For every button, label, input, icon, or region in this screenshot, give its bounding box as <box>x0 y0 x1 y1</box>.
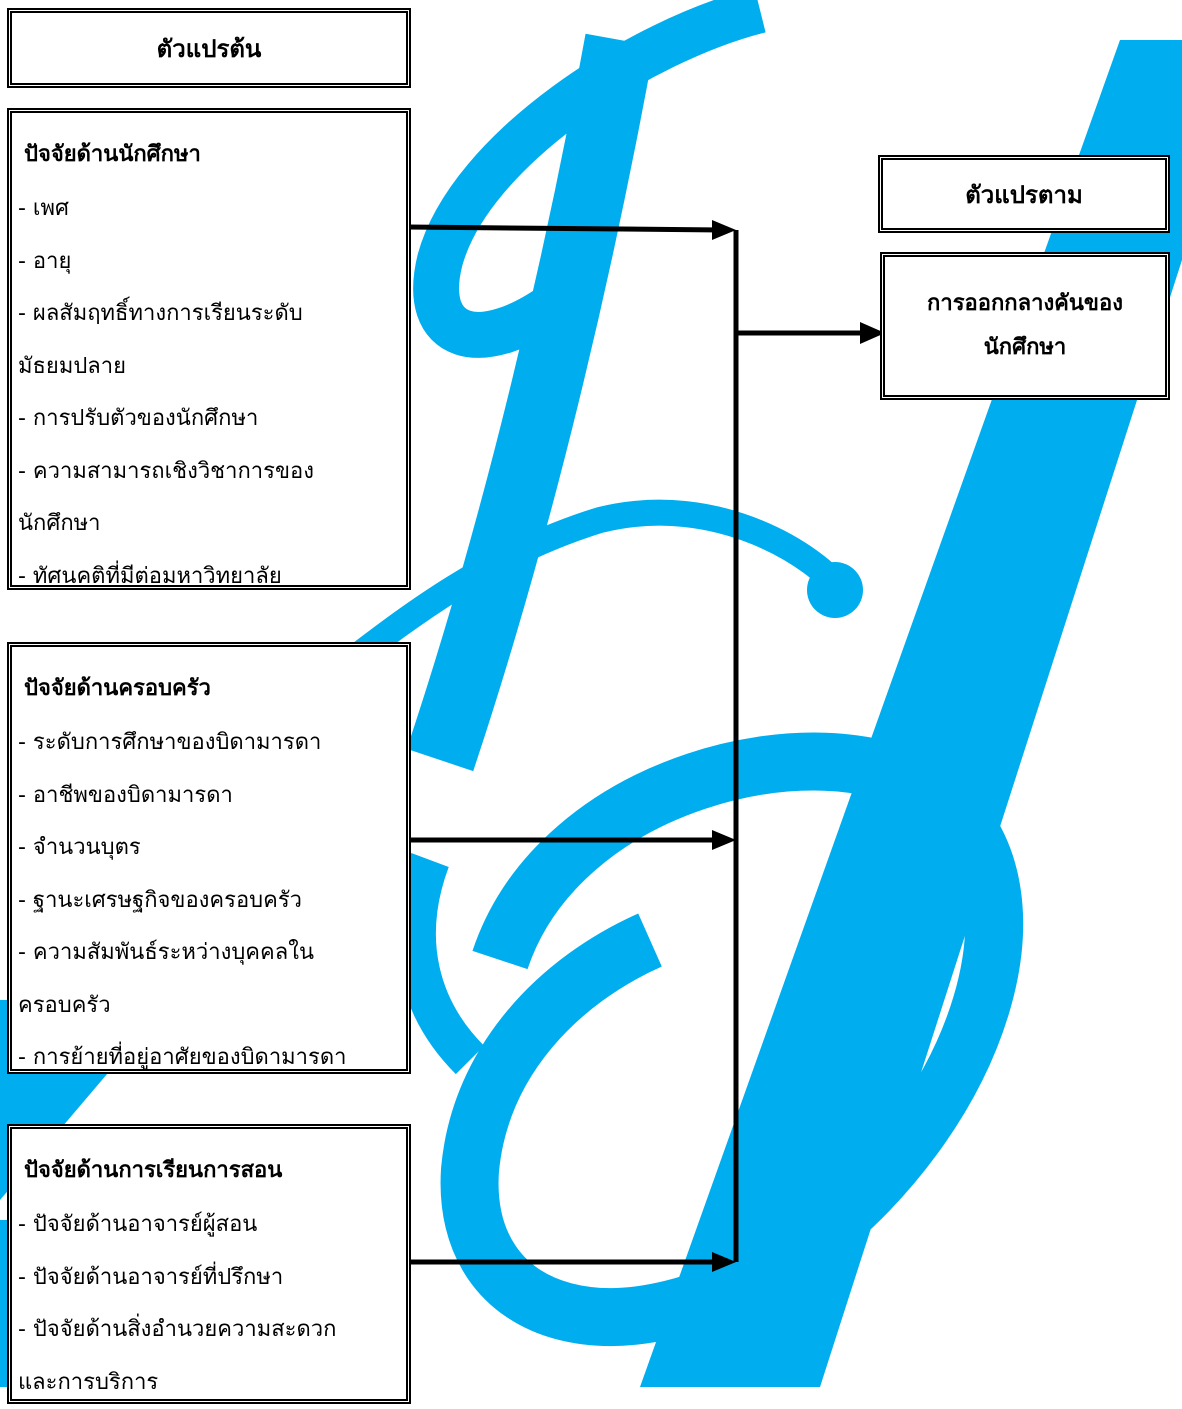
independent-variable-title: ตัวแปรต้น <box>157 29 262 68</box>
independent-variable-header: ตัวแปรต้น <box>7 8 411 88</box>
teaching-factors-box: ปัจจัยด้านการเรียนการสอน - ปัจจัยด้านอาจ… <box>7 1124 411 1404</box>
student-factor-item: - อายุ <box>18 236 400 289</box>
outcome-line-1: การออกกลางคันของ <box>927 282 1123 326</box>
student-factor-item: - ความสามารถเชิงวิชาการของ <box>18 446 400 499</box>
family-factor-item: - จำนวนบุตร <box>18 822 400 875</box>
teaching-factors-title: ปัจจัยด้านการเรียนการสอน <box>18 1141 400 1199</box>
connector-student <box>408 227 722 230</box>
student-factors-title: ปัจจัยด้านนักศึกษา <box>18 125 400 183</box>
arrowhead-family <box>712 830 736 850</box>
student-factor-item: - การปรับตัวของนักศึกษา <box>18 393 400 446</box>
dependent-variable-header: ตัวแปรตาม <box>878 155 1170 233</box>
outcome-box: การออกกลางคันของ นักศึกษา <box>880 252 1170 400</box>
teaching-factor-item: และการบริการ <box>18 1357 400 1409</box>
teaching-factor-item: - ปัจจัยด้านอาจารย์ที่ปรึกษา <box>18 1252 400 1305</box>
student-factor-item: มัธยมปลาย <box>18 341 400 394</box>
family-factor-item: - ระดับการศึกษาของบิดามารดา <box>18 717 400 770</box>
family-factor-item: - ความสัมพันธ์ระหว่างบุคคลใน <box>18 927 400 980</box>
dependent-variable-title: ตัวแปรตาม <box>965 175 1083 214</box>
family-factor-item: - อาชีพของบิดามารดา <box>18 770 400 823</box>
family-factors-box: ปัจจัยด้านครอบครัว - ระดับการศึกษาของบิด… <box>7 642 411 1074</box>
family-factor-item: - การย้ายที่อยู่อาศัยของบิดามารดา <box>18 1032 400 1085</box>
family-factor-item: - ฐานะเศรษฐกิจของครอบครัว <box>18 875 400 928</box>
arrowhead-teaching <box>712 1252 736 1272</box>
student-factors-box: ปัจจัยด้านนักศึกษา - เพศ - อายุ - ผลสัมฤ… <box>7 108 411 590</box>
arrowhead-student <box>712 220 736 240</box>
student-factor-item: นักศึกษา <box>18 498 400 551</box>
teaching-factor-item: - ปัจจัยด้านสิ่งอำนวยความสะดวก <box>18 1304 400 1357</box>
outcome-line-2: นักศึกษา <box>984 326 1067 370</box>
teaching-factor-item: - ปัจจัยด้านอาจารย์ผู้สอน <box>18 1199 400 1252</box>
student-factor-item: - ผลสัมฤทธิ์ทางการเรียนระดับ <box>18 288 400 341</box>
student-factor-item: - เพศ <box>18 183 400 236</box>
student-factor-item: - ทัศนคติที่มีต่อมหาวิทยาลัย <box>18 551 400 604</box>
family-factors-title: ปัจจัยด้านครอบครัว <box>18 659 400 717</box>
family-factor-item: ครอบครัว <box>18 980 400 1033</box>
